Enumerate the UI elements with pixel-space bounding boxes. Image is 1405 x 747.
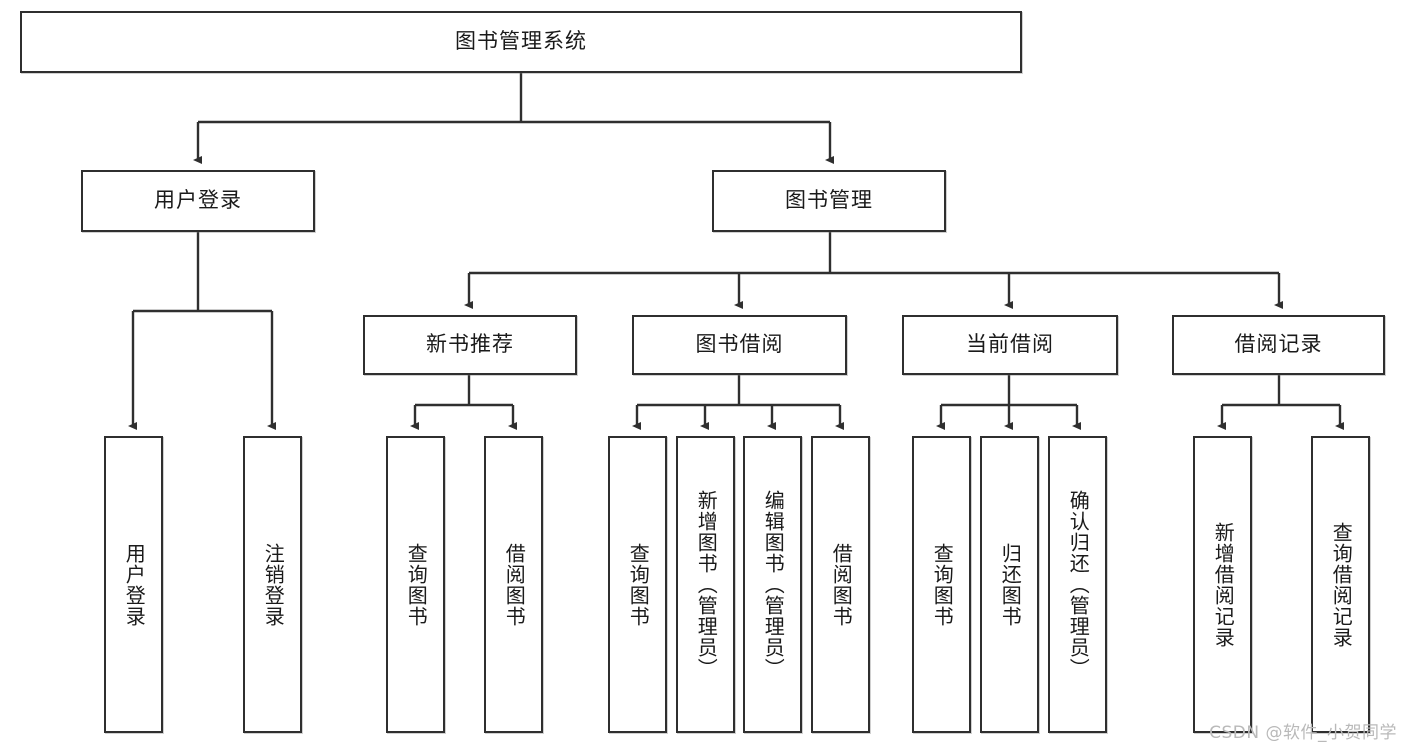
node-label: 用户登录 — [122, 542, 147, 627]
node-book-borrowing[interactable]: 图书借阅 — [632, 315, 847, 375]
node-label: 图书管理 — [785, 188, 873, 213]
node-label: 查询图书 — [930, 542, 955, 627]
leaf-edit-book-admin[interactable]: 编辑图书（管理员） — [743, 436, 802, 733]
leaf-borrow-book-newbook[interactable]: 借阅图书 — [484, 436, 543, 733]
node-label: 新书推荐 — [426, 332, 514, 357]
node-label: 借阅图书 — [502, 542, 527, 627]
leaf-query-book-newbook[interactable]: 查询图书 — [386, 436, 445, 733]
leaf-add-borrow-record[interactable]: 新增借阅记录 — [1193, 436, 1252, 733]
leaf-query-book-borrowing[interactable]: 查询图书 — [608, 436, 667, 733]
node-label: 归还图书 — [998, 542, 1023, 627]
leaf-add-book-admin[interactable]: 新增图书（管理员） — [676, 436, 735, 733]
leaf-borrow-book-borrowing[interactable]: 借阅图书 — [811, 436, 870, 733]
leaf-logout[interactable]: 注销登录 — [243, 436, 302, 733]
node-new-book-recommendation[interactable]: 新书推荐 — [363, 315, 577, 375]
node-label: 新增图书（管理员） — [694, 490, 719, 679]
node-label: 当前借阅 — [966, 332, 1054, 357]
node-borrowing-record[interactable]: 借阅记录 — [1172, 315, 1385, 375]
leaf-return-book[interactable]: 归还图书 — [980, 436, 1039, 733]
node-label: 编辑图书（管理员） — [761, 490, 786, 679]
node-book-management[interactable]: 图书管理 — [712, 170, 946, 232]
node-label: 借阅记录 — [1234, 332, 1323, 357]
leaf-confirm-return-admin[interactable]: 确认归还（管理员） — [1048, 436, 1107, 733]
node-current-borrowing[interactable]: 当前借阅 — [902, 315, 1118, 375]
node-label: 确认归还（管理员） — [1066, 490, 1091, 679]
leaf-query-book-current[interactable]: 查询图书 — [912, 436, 971, 733]
node-label: 用户登录 — [154, 188, 242, 213]
node-label: 新增借阅记录 — [1211, 521, 1236, 648]
node-label: 借阅图书 — [829, 542, 854, 627]
node-label: 注销登录 — [261, 542, 286, 627]
node-label: 图书借阅 — [695, 332, 784, 357]
leaf-user-login[interactable]: 用户登录 — [104, 436, 163, 733]
node-label: 查询图书 — [626, 542, 651, 627]
leaf-query-borrow-record[interactable]: 查询借阅记录 — [1311, 436, 1370, 733]
node-root-book-management-system[interactable]: 图书管理系统 — [20, 11, 1022, 73]
node-label: 查询借阅记录 — [1329, 521, 1354, 648]
node-label: 图书管理系统 — [455, 29, 587, 54]
csdn-watermark: CSDN @软件_小贺同学 — [1209, 723, 1397, 743]
node-user-login[interactable]: 用户登录 — [81, 170, 315, 232]
node-label: 查询图书 — [404, 542, 429, 627]
